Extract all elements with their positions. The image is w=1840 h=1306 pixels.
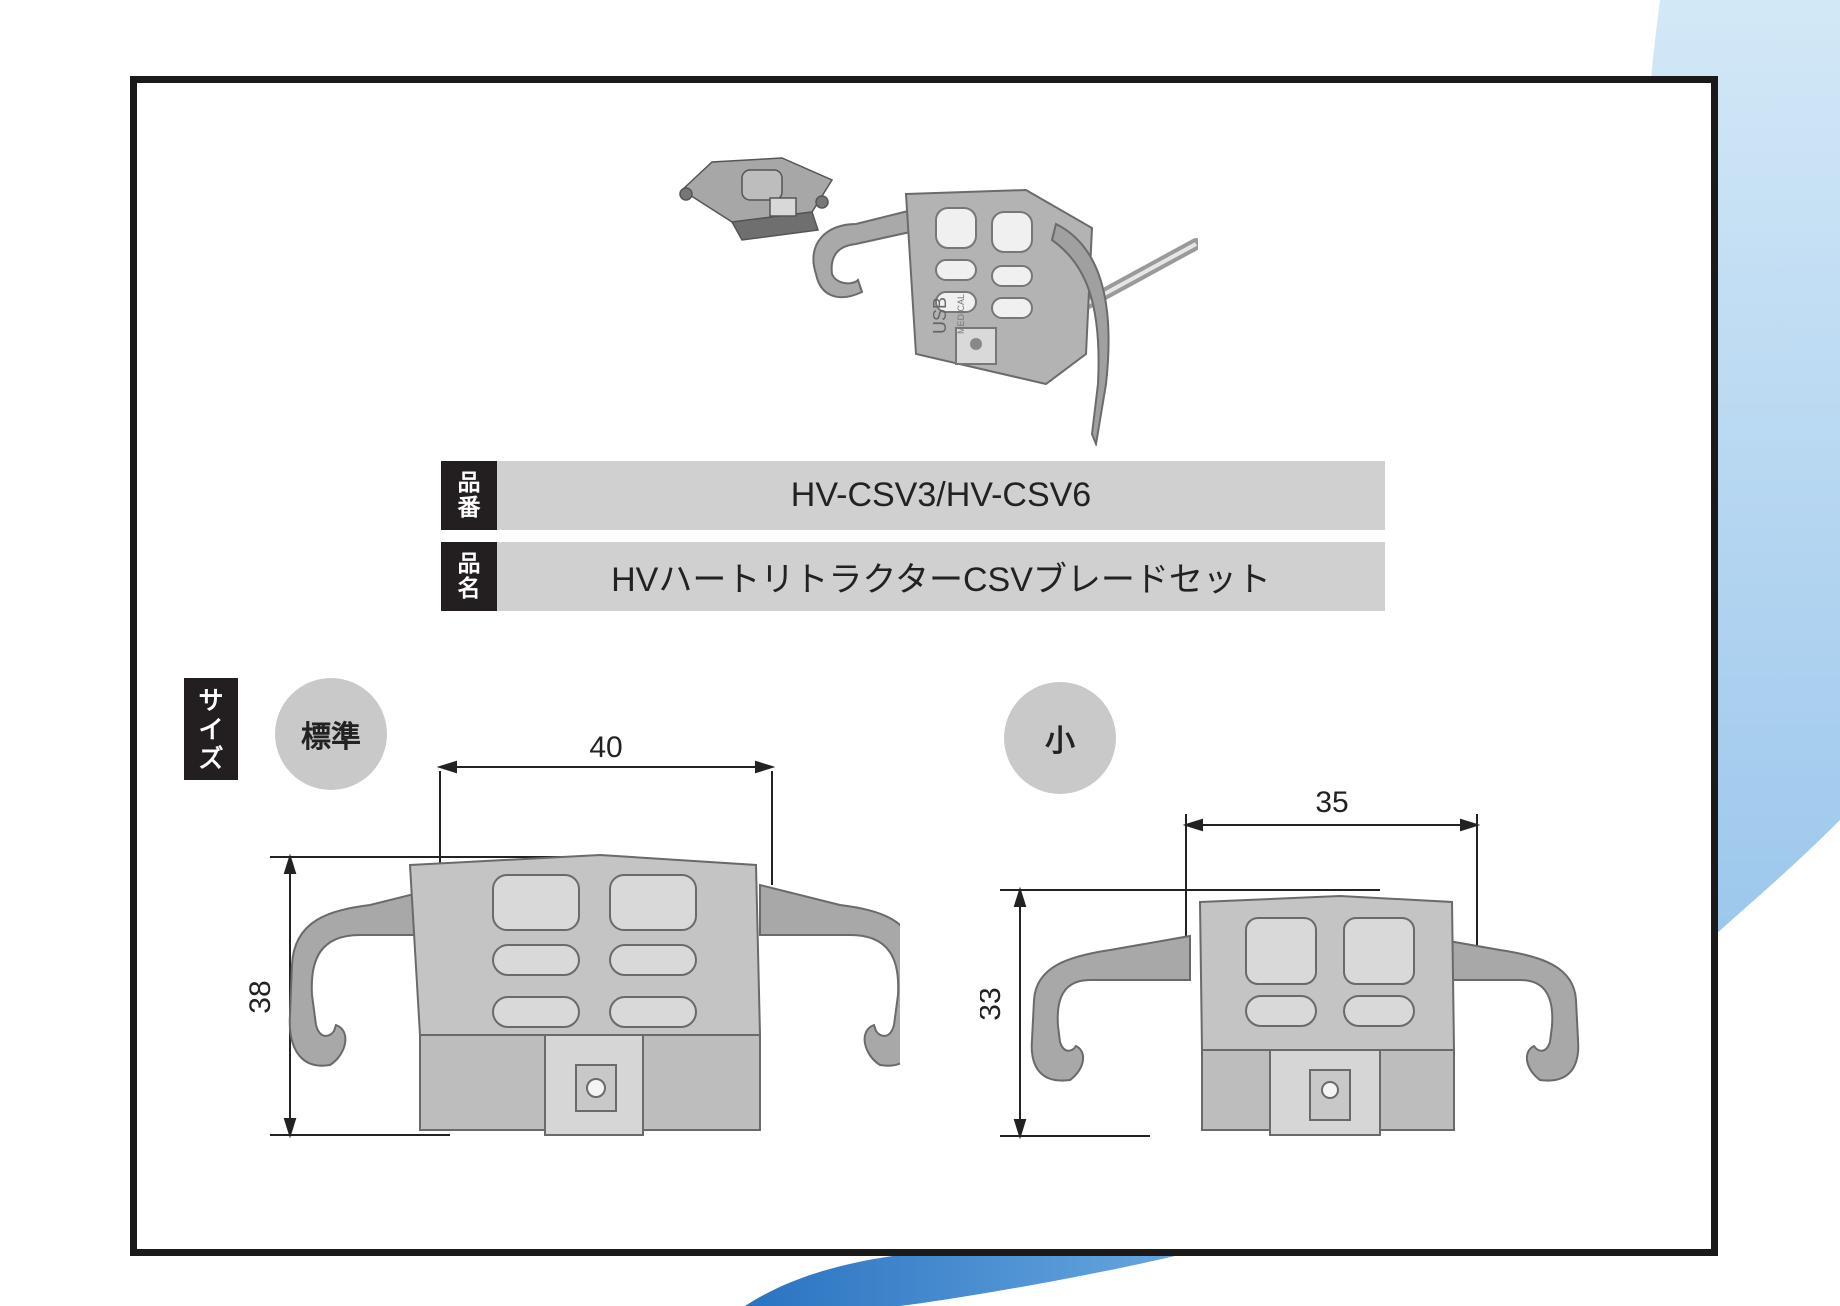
product-number-value: HV-CSV3/HV-CSV6 xyxy=(497,461,1385,530)
size-section-label: サ イ ズ xyxy=(184,678,238,780)
photo-engraving-brand: USB xyxy=(930,297,950,334)
product-photo-large: USB MEDICAL xyxy=(812,188,1198,446)
product-number-row: 品 番 HV-CSV3/HV-CSV6 xyxy=(441,461,1385,530)
standard-width-dimension: 40 xyxy=(589,735,622,764)
product-name-row: 品 名 HVハートリトラクターCSVブレードセット xyxy=(441,542,1385,611)
product-name-value: HVハートリトラクターCSVブレードセット xyxy=(497,542,1385,611)
small-height-dimension: 33 xyxy=(980,987,1007,1020)
product-number-label: 品 番 xyxy=(441,461,497,530)
standard-height-dimension: 38 xyxy=(244,980,277,1013)
standard-size-badge: 標準 xyxy=(275,678,387,790)
photo-engraving-sub: MEDICAL xyxy=(956,294,966,334)
product-name-label: 品 名 xyxy=(441,542,497,611)
small-size-badge: 小 xyxy=(1004,682,1116,794)
bottom-wave xyxy=(745,1248,1200,1306)
small-size-drawing: 35 33 xyxy=(980,786,1580,1140)
product-photo-small xyxy=(679,157,834,241)
standard-size-drawing: 40 38 xyxy=(244,735,900,1139)
small-width-dimension: 35 xyxy=(1315,786,1348,819)
